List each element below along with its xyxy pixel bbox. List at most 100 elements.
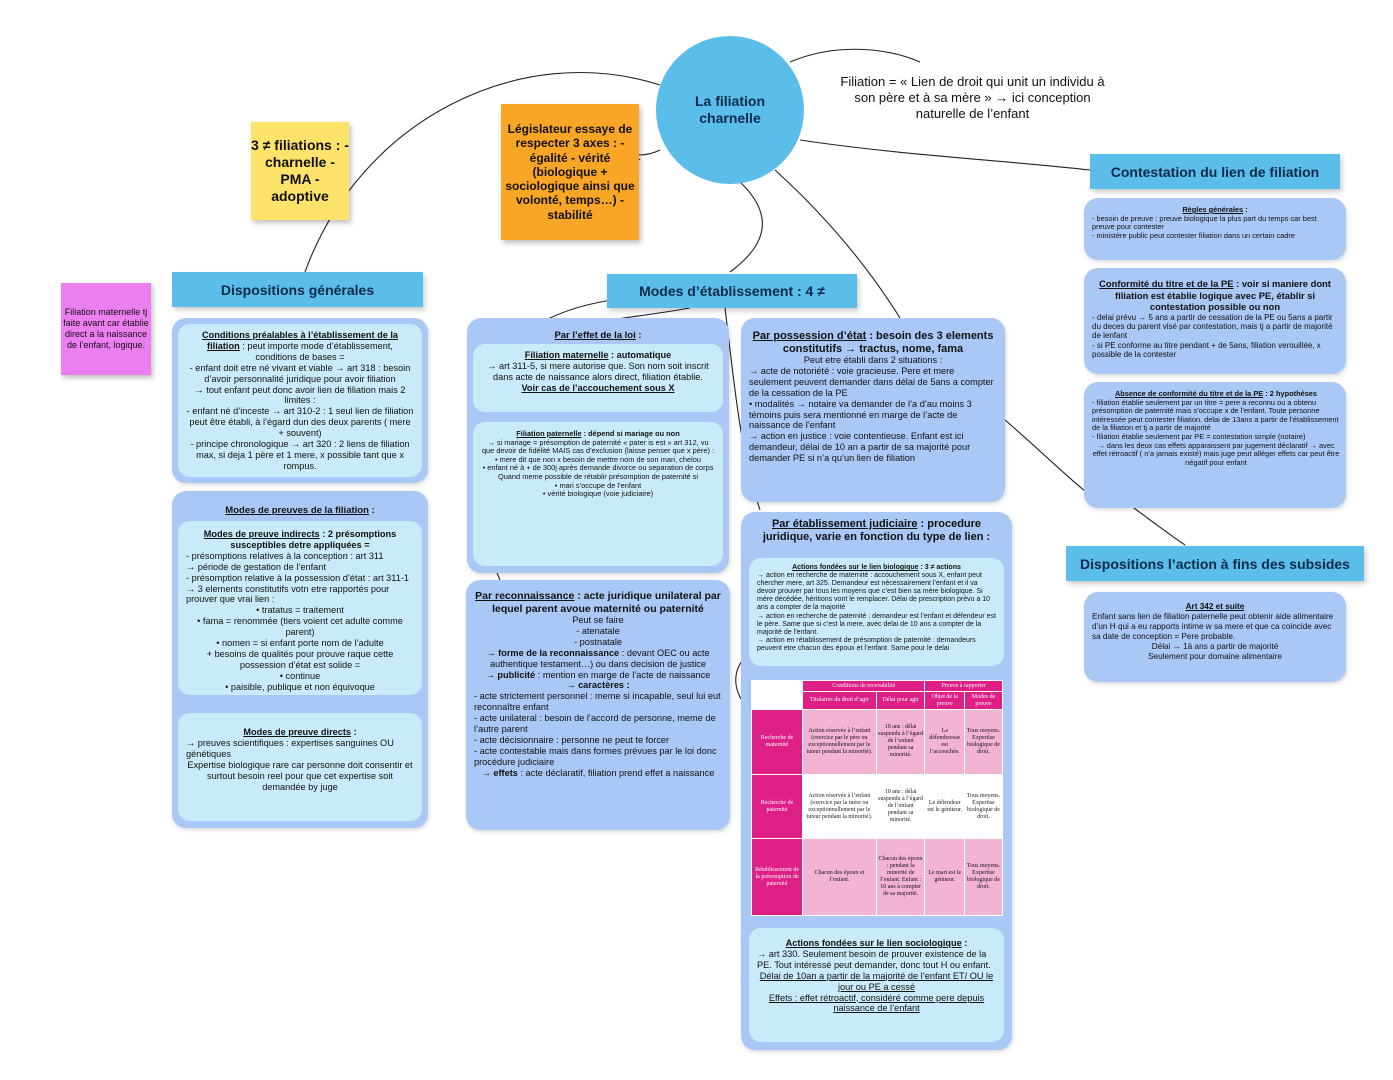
paternelle-title: Filiation paternelle bbox=[516, 429, 582, 438]
link-contest-absence bbox=[1004, 419, 1091, 496]
bio-title: Actions fondées sur le lien biologique bbox=[792, 564, 919, 571]
reconnaissance-item-t: : devant OEC ou acte authentique testame… bbox=[489, 647, 710, 669]
table-cell: Chacun des époux : pendant la minorité d… bbox=[875, 838, 926, 916]
indirect-line: • fama = renommée (tiers voient cet adul… bbox=[197, 616, 403, 638]
table-cell: Tous moyens. Expertise biologique de dro… bbox=[963, 838, 1004, 916]
sticky-yellow[interactable]: 3 ≠ filiations : - charnelle - PMA - ado… bbox=[251, 122, 349, 220]
bio-line: → action en recherche de maternité : acc… bbox=[757, 572, 991, 612]
reconnaissance-item: - acte contestable mais dans formes prév… bbox=[474, 746, 722, 768]
socio-delay: Délai de 10an a partir de la majorité de… bbox=[759, 970, 994, 992]
card-paternelle: Filiation paternelle : dépend si mariage… bbox=[473, 422, 723, 566]
indirect-line: + besoins de qualités pour prouve raque … bbox=[206, 648, 394, 670]
preuves-title-text: Modes de preuves de la filiation bbox=[225, 505, 369, 516]
reconnaissance-item-b: → publicité bbox=[485, 669, 536, 680]
card-socio: Actions fondées sur le lien sociologique… bbox=[749, 928, 1004, 1042]
absence-line: - filiation établie seulement par un tit… bbox=[1092, 397, 1339, 433]
reconnaissance-item-t: - acte décisionnaire : personne ne peut … bbox=[474, 734, 670, 745]
sticky-pink[interactable]: Filiation maternelle tj faite avant car … bbox=[61, 283, 151, 375]
link-center-contestation bbox=[799, 139, 1091, 171]
preuves-title: Modes de preuves de la filiation : bbox=[225, 505, 375, 516]
table-group-header: Conditions de recevabilité bbox=[801, 680, 926, 692]
possession-line: → action en justice : voie contentieuse.… bbox=[749, 431, 971, 464]
loi-title: Par l’effet de la loi : bbox=[554, 330, 642, 341]
reconnaissance-title: Par reconnaissance bbox=[475, 590, 575, 602]
table-cell: Le défendeur est le géniteur. bbox=[924, 773, 965, 840]
indirect-line: - présomptions relatives à la conception… bbox=[186, 550, 384, 561]
panel-possession: Par possession d’état : besoin des 3 ele… bbox=[741, 318, 1005, 502]
paternelle-line: • enfant né à + de 300j après demande di… bbox=[482, 463, 714, 473]
table-cell: 10 ans : délai suspendu à l’égard de l’e… bbox=[875, 773, 926, 840]
possession-center-line: Peut etre établi dans 2 situations : bbox=[803, 355, 943, 365]
reconnaissance-item: - acte unilateral : besoin de l’accord d… bbox=[474, 713, 722, 735]
absence-line: → dans les deux cas effets apparaissent … bbox=[1092, 440, 1340, 467]
table-row: Recherche de paternité Action réservée à… bbox=[751, 773, 1004, 840]
subsides-body: Art 342 et suite Enfant sans lien de fil… bbox=[1092, 602, 1338, 662]
header-subsides-label: Dispositions l’action à fins des subside… bbox=[1080, 555, 1350, 572]
reconnaissance-body: Par reconnaissance : acte juridique unil… bbox=[474, 590, 722, 779]
absence-line: - filiation établie seulement par PE = c… bbox=[1092, 431, 1306, 441]
regles-title: Règles générales bbox=[1182, 205, 1244, 214]
panel-regles: Règles générales : - besoin de preuve : … bbox=[1084, 198, 1346, 260]
center-node[interactable]: La filiation charnelle bbox=[656, 36, 804, 184]
maternelle-title: Filiation maternelle bbox=[524, 350, 609, 360]
socio-line: → art 330. Seulement besoin de prouver e… bbox=[757, 948, 991, 970]
table-cell: Action réservée à l’enfant (exercice par… bbox=[802, 709, 877, 775]
sticky-yellow-text: 3 ≠ filiations : - charnelle - PMA - ado… bbox=[251, 137, 349, 204]
reconnaissance-center-line: Peut se faire bbox=[572, 615, 624, 625]
conditions-line: - principe chronologique → art 320 : 2 l… bbox=[190, 439, 410, 471]
sticky-orange-text: Législateur essaye de respecter 3 axes :… bbox=[505, 122, 635, 222]
header-contestation[interactable]: Contestation du lien de filiation bbox=[1090, 154, 1340, 189]
card-direct: Modes de preuve directs : → preuves scie… bbox=[178, 713, 422, 821]
sticky-orange[interactable]: Législateur essaye de respecter 3 axes :… bbox=[501, 104, 639, 240]
sticky-pink-text: Filiation maternelle tj faite avant car … bbox=[63, 307, 149, 350]
reconnaissance-item: → publicité : mention en marge de l’acte… bbox=[474, 670, 722, 681]
subsides-line: Enfant sans lien de filiation paternelle… bbox=[1092, 612, 1334, 641]
subsides-center-line: Seulement pour domaine alimentaire bbox=[1148, 652, 1282, 661]
header-subsides[interactable]: Dispositions l’action à fins des subside… bbox=[1066, 546, 1364, 581]
table-cell: 10 ans : délai suspendu à l’égard de l’e… bbox=[875, 709, 926, 775]
direct-line: → preuves scientifiques : expertises san… bbox=[186, 737, 394, 759]
reconnaissance-item: - acte décisionnaire : personne ne peut … bbox=[474, 735, 722, 746]
loi-title-text: Par l’effet de la loi bbox=[554, 330, 636, 341]
maternelle-link[interactable]: Voir cas de l’accouchement sous X bbox=[521, 382, 675, 393]
reconnaissance-item-t: - acte contestable mais dans formes prév… bbox=[474, 745, 717, 767]
panel-judiciaire: Par établissement judiciaire : procedure… bbox=[741, 512, 1012, 1050]
reconnaissance-item-b: → effets bbox=[481, 767, 518, 778]
table-row: Recherche de maternité Action réservée à… bbox=[751, 709, 1004, 775]
judiciaire-title: Par établissement judiciaire bbox=[771, 518, 918, 530]
conformite-line: - delai prévu → 5 ans a partir de cessat… bbox=[1092, 312, 1333, 341]
table-cell: La défenderesse est l’accouchée. bbox=[924, 709, 965, 775]
paternelle-line: • mari s’occupe de l’enfant bbox=[554, 480, 642, 490]
possession-line: → acte de notoriété : voie gracieuse. Pe… bbox=[749, 365, 994, 398]
conformite-body: Conformité du titre et de la PE : voir s… bbox=[1092, 278, 1338, 360]
actions-table-grid: Conditions de recevabilité Preuve à rapp… bbox=[751, 680, 1004, 916]
maternelle-intro: : automatique bbox=[608, 350, 672, 360]
reconnaissance-item: → caractères : bbox=[474, 680, 722, 691]
reconnaissance-item: - acte strictement personnel : meme si i… bbox=[474, 691, 722, 713]
header-modes[interactable]: Modes d’établissement : 4 ≠ bbox=[607, 274, 857, 308]
card-maternelle: Filiation maternelle : automatique → art… bbox=[473, 344, 723, 412]
bio-line: → action en recherche de paternité : dem… bbox=[757, 612, 996, 636]
regles-body: Règles générales : - besoin de preuve : … bbox=[1092, 205, 1338, 240]
indirect-line: • paisible, publique et non équivoque bbox=[225, 681, 375, 692]
maternelle-line: → art 311-5, si mere autorise que. Son n… bbox=[487, 360, 709, 382]
possession-line: • modalités → notaire va demander de l’a… bbox=[749, 398, 972, 431]
table-row: Rétablissement de la présomption de pate… bbox=[751, 838, 1004, 916]
conformite-line: - si PE conforme au titre pendant + de 5… bbox=[1092, 340, 1321, 360]
possession-title: Par possession d’état bbox=[752, 330, 867, 342]
possession-body: Par possession d’état : besoin des 3 ele… bbox=[749, 330, 997, 464]
table-col-header: Modes de preuve bbox=[963, 691, 1004, 710]
indirect-title: Modes de preuve indirects bbox=[203, 529, 320, 539]
table-corner bbox=[751, 680, 803, 710]
conditions-line: → tout enfant peut donc avoir lien de fi… bbox=[194, 384, 406, 406]
paternelle-line: → si mariage = présomption de paternité … bbox=[481, 437, 715, 456]
reconnaissance-item: → forme de la reconnaissance : devant OE… bbox=[474, 648, 722, 670]
link-contest-subsides bbox=[1129, 504, 1186, 546]
indirect-line: → période de gestation de l’enfant bbox=[186, 561, 326, 572]
conditions-intro: : peut importe mode d’établissement, con… bbox=[239, 340, 393, 362]
table-cell: Le mari est le géniteur. bbox=[924, 838, 965, 916]
header-dispositions[interactable]: Dispositions générales bbox=[172, 272, 423, 307]
paternelle-line: • vérité biologique (voie judiciaire) bbox=[542, 489, 654, 499]
reconnaissance-item-b: → caractères : bbox=[566, 680, 630, 691]
table-cell: Chacun des époux et l’enfant. bbox=[802, 838, 877, 916]
